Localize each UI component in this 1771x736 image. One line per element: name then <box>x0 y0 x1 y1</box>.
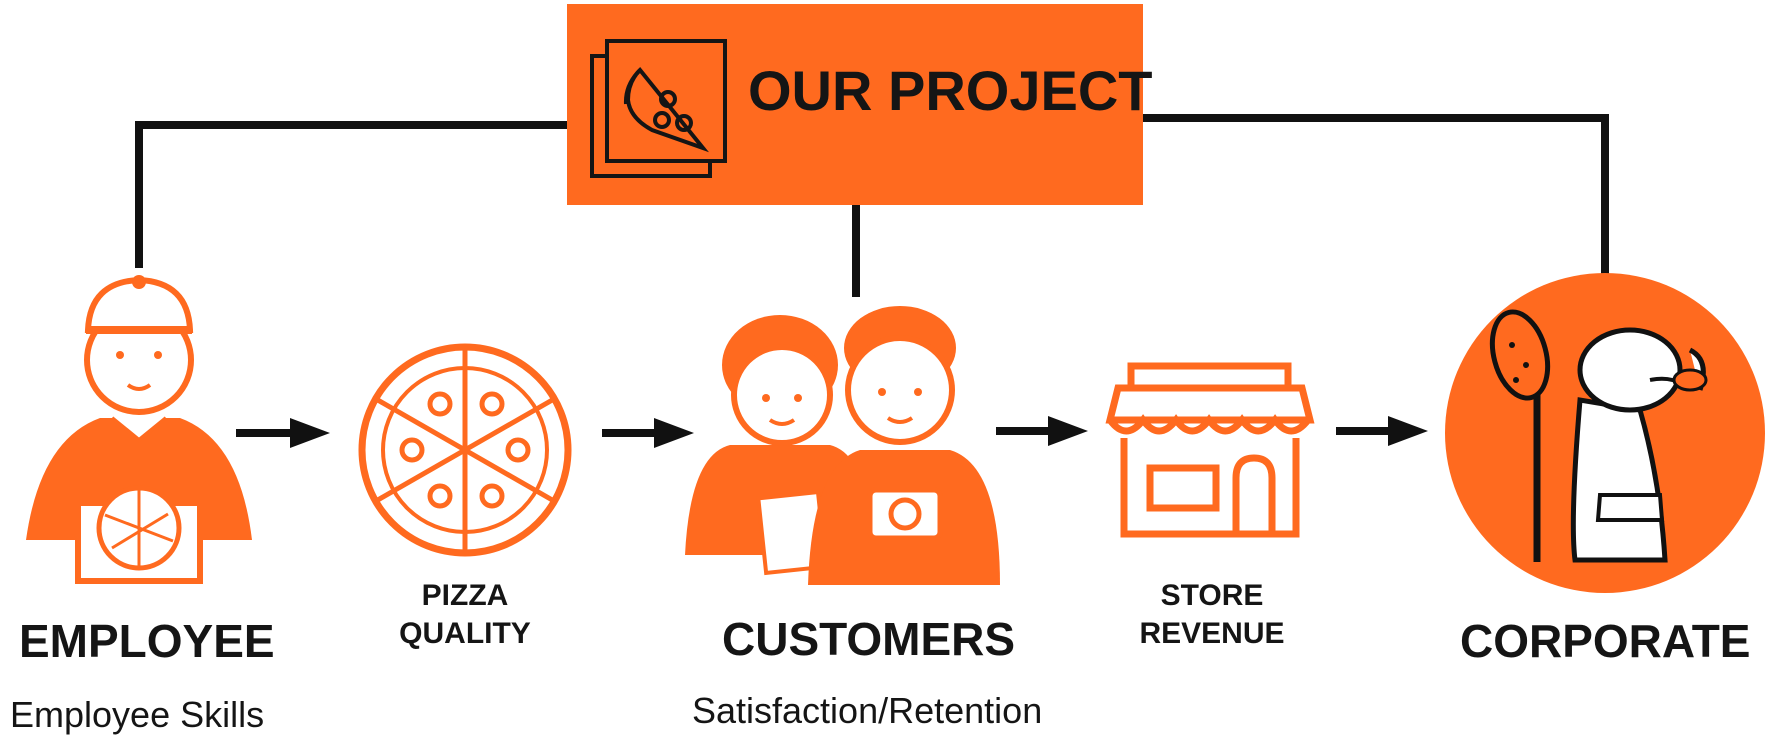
pizza-quality-label: PIZZA QUALITY <box>390 577 540 653</box>
delivery-employee-icon <box>26 275 252 584</box>
store-revenue-label: STORE REVENUE <box>1130 577 1294 653</box>
store-label-line1: STORE <box>1160 579 1264 612</box>
employee-sub-label: Employee Skills <box>10 694 265 735</box>
pizza-slice-icon <box>590 39 727 178</box>
customers-icon <box>685 306 1000 585</box>
customers-label: CUSTOMERS <box>722 613 1016 665</box>
connector-corporate <box>1139 114 1609 279</box>
arrow-pizza-customers <box>602 418 694 448</box>
little-caesar-mascot-icon <box>1445 273 1765 593</box>
employee-label: EMPLOYEE <box>19 615 275 667</box>
pizza-icon <box>358 343 572 557</box>
pizza-label-line1: PIZZA <box>421 579 509 612</box>
corporate-label: CORPORATE <box>1460 615 1751 667</box>
customers-sub-label: Satisfaction/Retention <box>692 690 1043 731</box>
storefront-icon <box>1105 362 1315 538</box>
arrow-customers-store <box>996 416 1088 446</box>
store-label-line2: REVENUE <box>1139 617 1285 650</box>
pizza-label-line2: QUALITY <box>399 617 531 650</box>
arrow-store-corporate <box>1336 416 1428 446</box>
arrow-employee-pizza <box>236 418 330 448</box>
page-title: OUR PROJECT <box>748 59 1153 122</box>
connector-lines <box>135 114 1609 297</box>
connector-employee <box>135 121 571 268</box>
